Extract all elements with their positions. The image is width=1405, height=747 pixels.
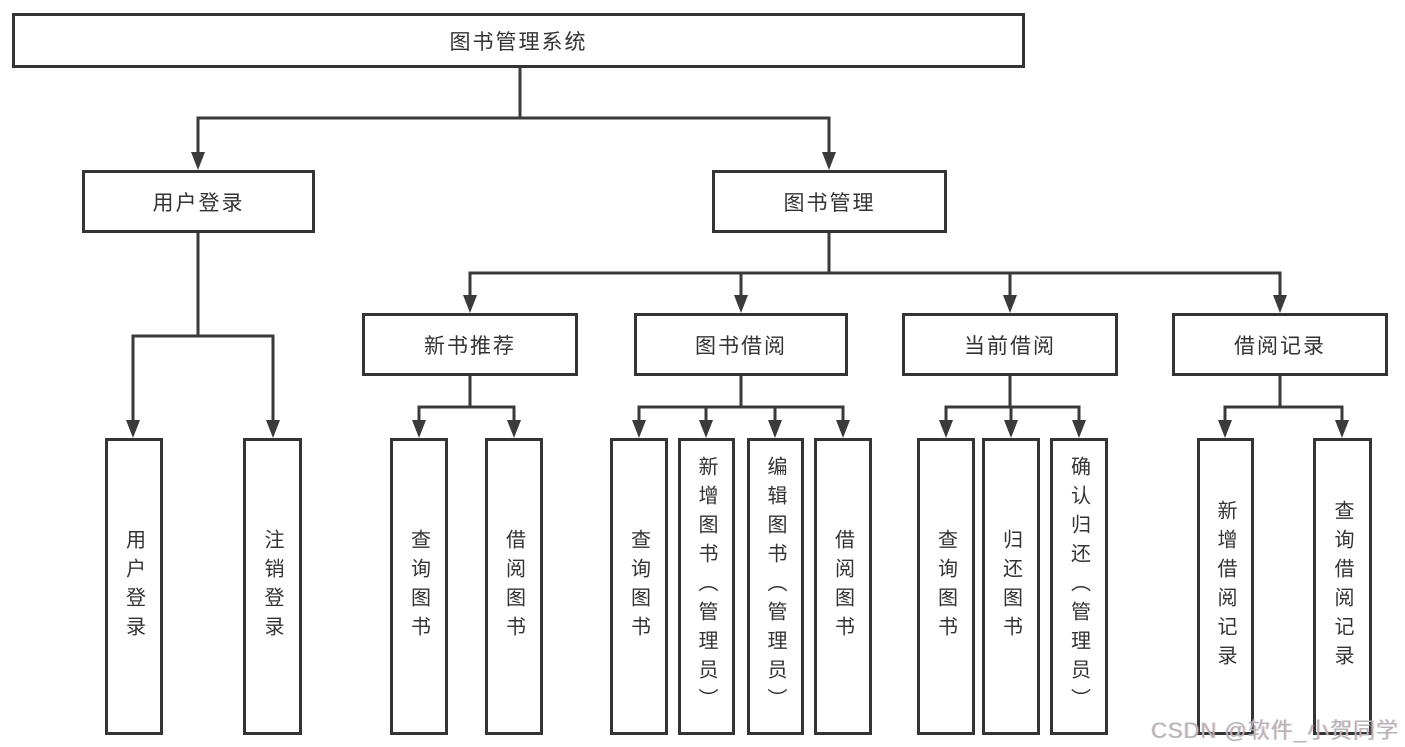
- node-label: 归还图书: [999, 528, 1022, 645]
- leaf-query-books-1: 查询图书: [390, 438, 448, 735]
- node-book-borrowing: 图书借阅: [634, 313, 848, 376]
- node-label: 用户登录: [152, 191, 245, 215]
- node-label: 查询借阅记录: [1331, 499, 1353, 674]
- node-current-borrowing: 当前借阅: [902, 313, 1118, 376]
- node-label: 借阅记录: [1234, 334, 1326, 358]
- node-label: 编辑图书（管理员）: [764, 456, 786, 717]
- leaf-query-books-3: 查询图书: [917, 438, 975, 735]
- node-label: 图书管理: [783, 191, 876, 215]
- leaf-return-books: 归还图书: [982, 438, 1040, 735]
- csdn-watermark: CSDN @软件_小贺同学: [1150, 718, 1399, 743]
- node-label: 当前借阅: [964, 334, 1056, 358]
- node-library-management-system: 图书管理系统: [12, 13, 1025, 68]
- leaf-user-login: 用户登录: [105, 438, 163, 735]
- leaf-borrow-books-2: 借阅图书: [814, 438, 872, 735]
- node-user-login: 用户登录: [82, 170, 315, 233]
- node-label: 查询图书: [407, 528, 430, 645]
- arrowheads: [126, 152, 1349, 438]
- leaf-add-borrow-record: 新增借阅记录: [1197, 438, 1254, 735]
- node-label: 借阅图书: [502, 528, 525, 645]
- node-label: 新增借阅记录: [1214, 499, 1236, 674]
- node-label: 新增图书（管理员）: [695, 456, 717, 717]
- node-label: 确认归还（管理员）: [1067, 456, 1090, 717]
- node-label: 借阅图书: [831, 528, 854, 645]
- leaf-confirm-return-admin: 确认归还（管理员）: [1050, 438, 1108, 735]
- node-new-book-recommend: 新书推荐: [362, 313, 578, 376]
- node-label: 查询图书: [627, 528, 650, 645]
- node-label: 图书借阅: [695, 334, 787, 358]
- leaf-add-books-admin: 新增图书（管理员）: [678, 438, 735, 735]
- node-borrowing-records: 借阅记录: [1172, 313, 1388, 376]
- leaf-borrow-books-1: 借阅图书: [485, 438, 543, 735]
- leaf-logout: 注销登录: [243, 438, 302, 735]
- leaf-edit-books-admin: 编辑图书（管理员）: [747, 438, 804, 735]
- leaf-query-books-2: 查询图书: [610, 438, 668, 735]
- node-label: 图书管理系统: [449, 30, 588, 54]
- node-label: 注销登录: [261, 528, 283, 645]
- node-label: 查询图书: [934, 528, 957, 645]
- node-book-management: 图书管理: [712, 170, 947, 233]
- leaf-query-borrow-record: 查询借阅记录: [1313, 438, 1372, 735]
- node-label: 新书推荐: [424, 334, 516, 358]
- node-label: 用户登录: [122, 528, 145, 645]
